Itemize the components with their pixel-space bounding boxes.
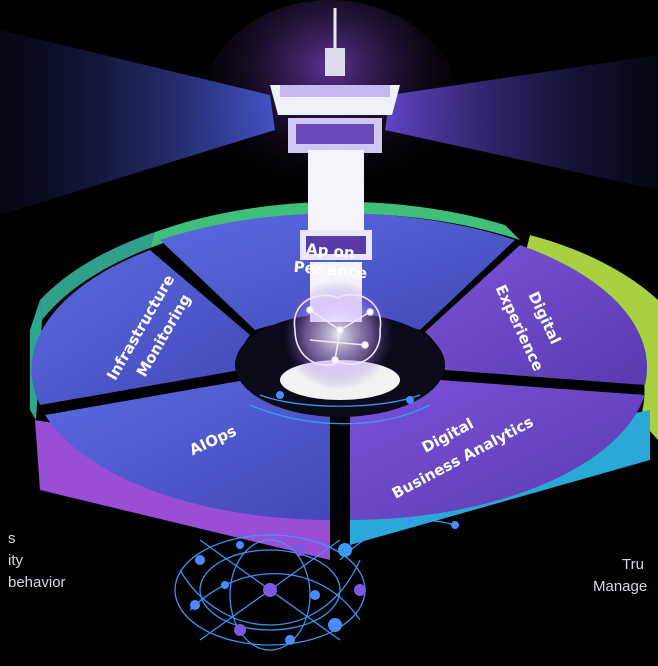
segment-infrastructure-monitoring: [31, 250, 251, 405]
segment-digital-experience: [425, 245, 648, 385]
brain-network-icon: [293, 293, 382, 367]
wheel-segments: [31, 213, 648, 520]
left-fragment-1: s: [8, 530, 16, 547]
network-nodes: [190, 391, 459, 645]
right-fragment-1: Tru: [622, 556, 644, 573]
segment-aiops: [45, 380, 330, 520]
label-application-performance: Ap on: [305, 240, 355, 262]
right-fragment-2: Manage: [593, 578, 648, 595]
left-fragment-2: ity: [8, 552, 23, 569]
right-beam: [385, 55, 658, 190]
left-fragment-3: behavior: [8, 574, 66, 591]
network-sphere: [174, 394, 456, 651]
brain-glow: [283, 280, 393, 390]
segment-digital-business-analytics: [350, 380, 645, 520]
left-beam: [0, 30, 275, 215]
